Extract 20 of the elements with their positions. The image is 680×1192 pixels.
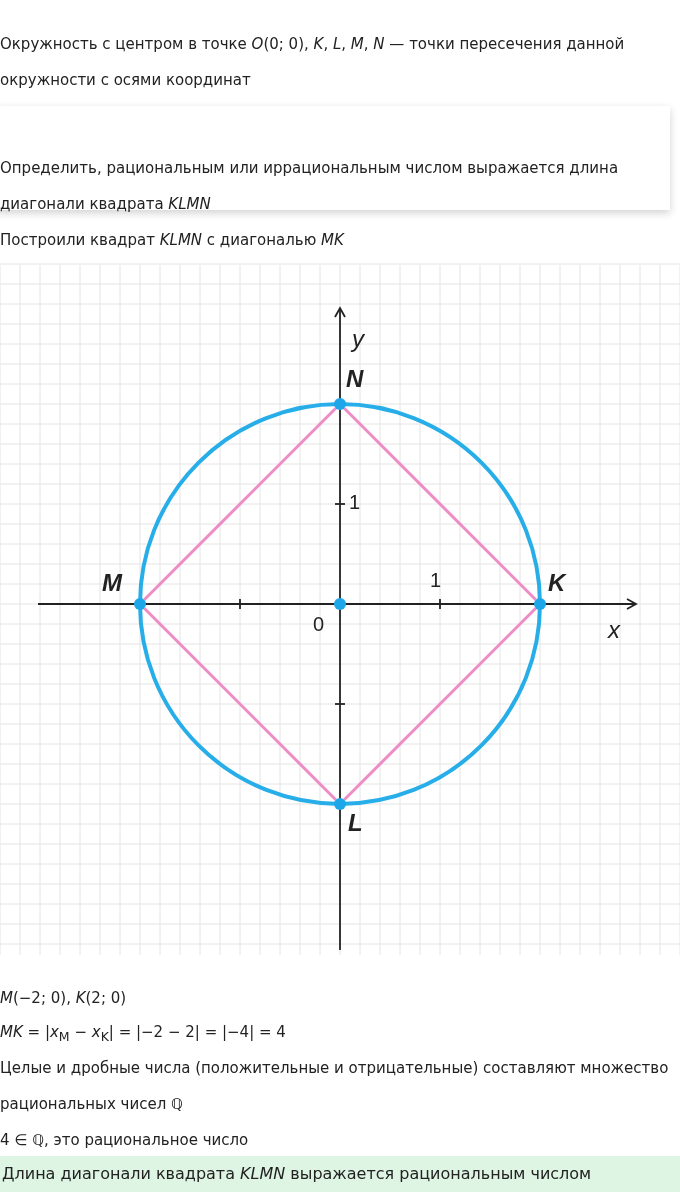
axis-label: x [608,617,620,643]
statement-text: Целые и дробные числа (положительные и отрицательные) составляют множество рациональных чисел ℚ [0,1058,670,1115]
tick-label: 1 [430,569,442,591]
solution-text: Построили квадрат KLMN с диагональю MK [0,230,346,251]
point-label: M [102,570,122,596]
point-label: 0 [313,612,325,637]
tick-label: 1 [349,491,361,513]
answer-text: Длина диагонали квадрата KLMN выражается рациональным числом [2,1163,592,1185]
square-side [143,407,337,601]
formula-text: M(−2; 0), K(2; 0) [0,988,128,1009]
square-side [143,607,337,801]
formula-text: MK = |x$_{M}$ − x$_{K}$| = |−2 − 2| = |−4| = 4 [0,1022,287,1046]
problem-text: Окружность с центром в точке O(0; 0), K, L, M, N — точки пересечения данной окружности с осями координат [0,34,626,91]
square-side [343,407,537,601]
point-label: N [346,366,364,392]
square-side [343,607,537,801]
statement-text: 4 ∈ ℚ, это рациональное число [0,1130,250,1151]
point-label: L [348,810,363,836]
point-label: K [548,570,566,596]
axis-label: y [352,326,364,352]
